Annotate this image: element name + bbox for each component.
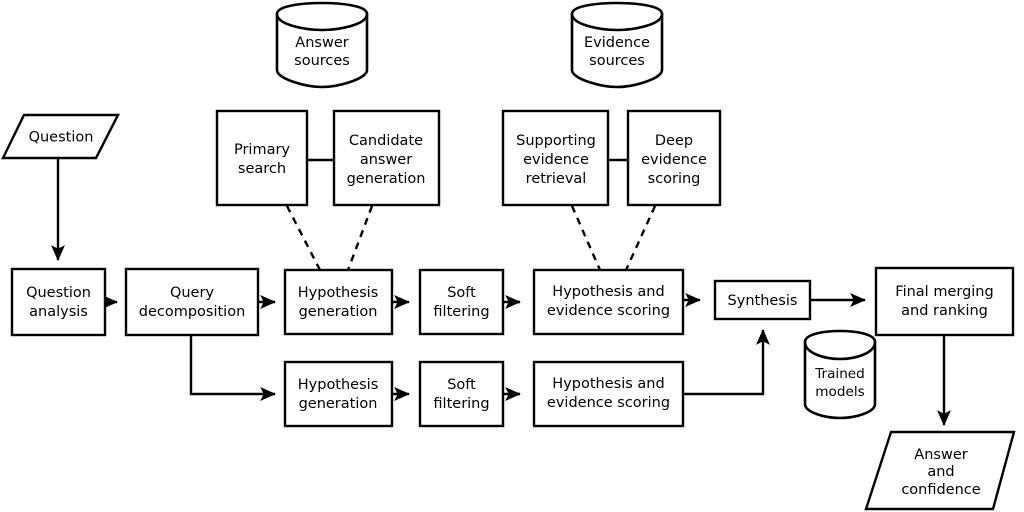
node-hypothesis-generation-top[interactable]: Hypothesis generation bbox=[283, 268, 394, 336]
answer-sources-cylinder-shape bbox=[275, 1, 369, 89]
soft-filtering-top-box-shape bbox=[418, 268, 505, 336]
hypothesis-evidence-scoring-top-label-line1: Hypothesis and bbox=[552, 284, 664, 300]
supporting-evidence-label-line1: Supporting bbox=[516, 133, 596, 149]
soft-filtering-bottom-box-shape bbox=[418, 360, 505, 428]
deep-evidence-label-line1: Deep bbox=[655, 133, 693, 149]
answer-confidence-parallelogram-shape bbox=[864, 430, 1016, 511]
candidate-answer-label-line3: generation bbox=[347, 171, 426, 187]
evidence-sources-label-line2: sources bbox=[589, 53, 645, 69]
query-decomposition-box-shape bbox=[124, 267, 260, 337]
hypothesis-generation-top-label-line1: Hypothesis bbox=[298, 285, 379, 301]
edge-dashed-candidate-answer-to-hypothesis-generation bbox=[346, 205, 374, 271]
node-synthesis[interactable]: Synthesis bbox=[713, 279, 812, 321]
hypothesis-generation-bottom-box-shape bbox=[283, 360, 394, 428]
answer-sources-label-line1: Answer bbox=[295, 35, 348, 51]
hypothesis-evidence-scoring-bottom-label-line1: Hypothesis and bbox=[552, 376, 664, 392]
node-supporting-evidence-retrieval[interactable]: Supporting evidence retrieval bbox=[501, 109, 610, 207]
hypothesis-evidence-scoring-bottom-box-shape bbox=[532, 360, 685, 428]
edge-query-decomposition-to-hypothesis-generation-bottom bbox=[189, 335, 276, 401]
edge-dashed-supporting-evidence-to-hypothesis-evidence-scoring bbox=[570, 205, 602, 271]
trained-models-cylinder-lid bbox=[803, 340, 877, 361]
edge-hypothesis-evidence-scoring-bottom-to-synthesis bbox=[683, 329, 770, 396]
soft-filtering-top-label-line2: filtering bbox=[433, 304, 489, 320]
node-hypothesis-evidence-scoring-bottom[interactable]: Hypothesis and evidence scoring bbox=[532, 360, 685, 428]
node-evidence-sources[interactable]: Evidence sources bbox=[570, 1, 664, 89]
primary-search-label-line1: Primary bbox=[234, 142, 290, 158]
primary-search-box-shape bbox=[215, 109, 309, 207]
candidate-answer-generation-box-shape bbox=[332, 109, 441, 207]
trained-models-label-line1: Trained bbox=[814, 366, 865, 382]
query-decomposition-label-line2: decomposition bbox=[139, 304, 246, 320]
hypothesis-evidence-scoring-top-box-shape bbox=[532, 268, 685, 336]
node-candidate-answer-generation[interactable]: Candidate answer generation bbox=[332, 109, 441, 207]
edge-dashed-deep-evidence-to-hypothesis-evidence-scoring bbox=[624, 205, 657, 271]
question-analysis-box-shape bbox=[10, 267, 107, 337]
answer-confidence-label-line1: Answer bbox=[914, 447, 967, 463]
trained-models-label-line2: models bbox=[815, 384, 864, 400]
answer-confidence-label-line2: and bbox=[927, 464, 954, 480]
final-merging-label-line1: Final merging bbox=[895, 284, 993, 300]
node-hypothesis-generation-bottom[interactable]: Hypothesis generation bbox=[283, 360, 394, 428]
candidate-answer-label-line1: Candidate bbox=[349, 133, 423, 149]
question-label: Question bbox=[29, 130, 94, 146]
evidence-sources-cylinder-shape bbox=[570, 1, 664, 89]
supporting-evidence-label-line2: evidence bbox=[523, 152, 589, 168]
question-analysis-label-line1: Question bbox=[26, 285, 91, 301]
question-analysis-label-line2: analysis bbox=[29, 304, 88, 320]
node-answer-sources[interactable]: Answer sources bbox=[275, 1, 369, 89]
supporting-evidence-retrieval-box-shape bbox=[501, 109, 610, 207]
node-trained-models[interactable]: Trained models bbox=[803, 329, 877, 420]
node-deep-evidence-scoring[interactable]: Deep evidence scoring bbox=[626, 109, 722, 207]
node-final-merging-and-ranking[interactable]: Final merging and ranking bbox=[874, 266, 1015, 337]
node-question[interactable]: Question bbox=[1, 113, 120, 160]
answer-sources-label-line2: sources bbox=[294, 53, 350, 69]
node-answer-and-confidence[interactable]: Answer and confidence bbox=[864, 430, 1016, 511]
node-question-analysis[interactable]: Question analysis bbox=[10, 267, 107, 337]
edge-layer bbox=[51, 158, 951, 426]
hypothesis-generation-bottom-label-line1: Hypothesis bbox=[298, 377, 379, 393]
soft-filtering-bottom-label-line1: Soft bbox=[447, 377, 476, 393]
node-hypothesis-evidence-scoring-top[interactable]: Hypothesis and evidence scoring bbox=[532, 268, 685, 336]
evidence-sources-label-line1: Evidence bbox=[584, 35, 650, 51]
soft-filtering-top-label-line1: Soft bbox=[447, 285, 476, 301]
supporting-evidence-label-line3: retrieval bbox=[526, 171, 587, 187]
question-parallelogram-shape bbox=[1, 113, 120, 160]
deep-evidence-label-line2: evidence bbox=[641, 152, 707, 168]
evidence-sources-cylinder-lid bbox=[570, 12, 664, 32]
candidate-answer-label-line2: answer bbox=[360, 152, 412, 168]
node-soft-filtering-bottom[interactable]: Soft filtering bbox=[418, 360, 505, 428]
primary-search-label-line2: search bbox=[238, 161, 286, 177]
trained-models-cylinder-shape bbox=[803, 329, 877, 420]
deep-evidence-scoring-box-shape bbox=[626, 109, 722, 207]
final-merging-box-shape bbox=[874, 266, 1015, 337]
node-query-decomposition[interactable]: Query decomposition bbox=[124, 267, 260, 337]
hypothesis-generation-top-box-shape bbox=[283, 268, 394, 336]
deep-evidence-label-line3: scoring bbox=[648, 171, 701, 187]
hypothesis-evidence-scoring-bottom-label-line2: evidence scoring bbox=[547, 395, 670, 411]
soft-filtering-bottom-label-line2: filtering bbox=[433, 396, 489, 412]
edge-dashed-primary-search-to-hypothesis-generation bbox=[285, 205, 322, 271]
query-decomposition-label-line1: Query bbox=[170, 285, 214, 301]
hypothesis-evidence-scoring-top-label-line2: evidence scoring bbox=[547, 303, 670, 319]
hypothesis-generation-top-label-line2: generation bbox=[299, 304, 378, 320]
synthesis-box-shape bbox=[713, 279, 812, 321]
node-soft-filtering-top[interactable]: Soft filtering bbox=[418, 268, 505, 336]
node-primary-search[interactable]: Primary search bbox=[215, 109, 309, 207]
answer-sources-cylinder-lid bbox=[275, 12, 369, 32]
synthesis-label: Synthesis bbox=[728, 293, 798, 309]
hypothesis-generation-bottom-label-line2: generation bbox=[299, 396, 378, 412]
answer-confidence-label-line3: confidence bbox=[901, 482, 980, 498]
final-merging-label-line2: and ranking bbox=[901, 303, 988, 319]
